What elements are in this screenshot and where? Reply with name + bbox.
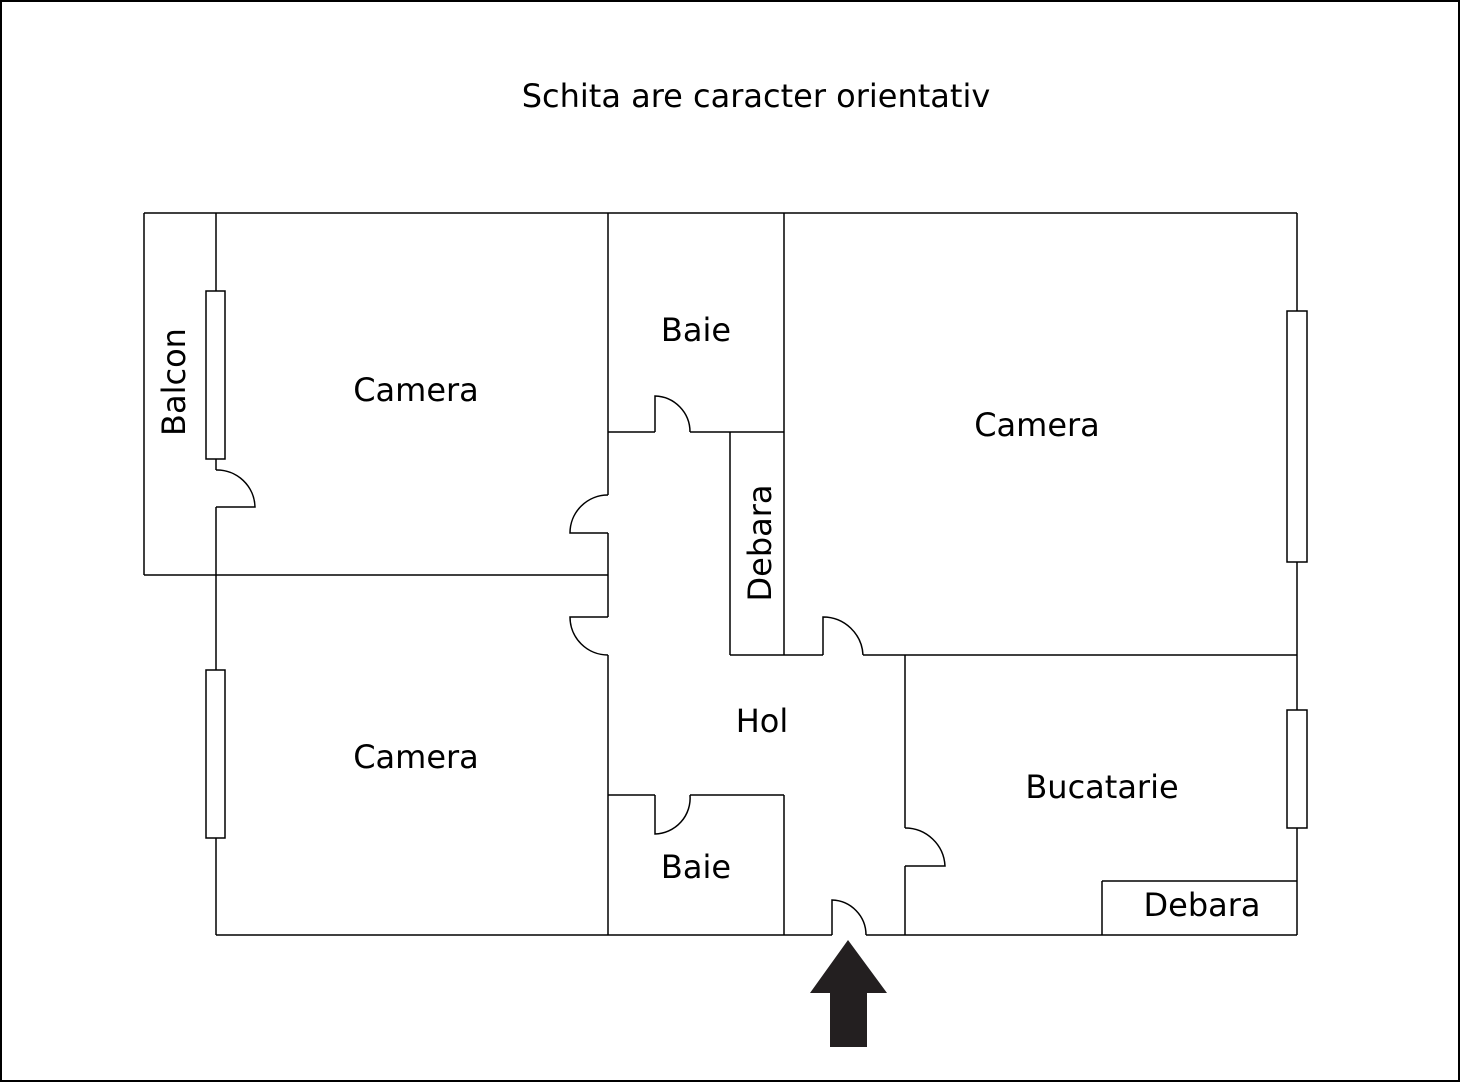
window-camera-right <box>1286 310 1308 563</box>
room-label-baie-bottom: Baie <box>661 848 731 886</box>
door-baie-bottom <box>654 794 691 835</box>
room-label-balcon: Balcon <box>155 328 193 436</box>
room-label-camera-top-right: Camera <box>974 406 1100 444</box>
window-camera-bottom-left <box>205 669 226 839</box>
room-label-camera-top-left: Camera <box>353 371 479 409</box>
door-camera-bottom-left <box>569 616 609 656</box>
room-label-debara-vertical: Debara <box>741 484 779 601</box>
door-baie-top <box>654 395 691 433</box>
room-label-hol: Hol <box>736 702 789 740</box>
door-camera-right <box>822 616 864 656</box>
walls <box>143 212 1298 936</box>
doors <box>215 395 946 936</box>
window-balcony <box>205 290 226 460</box>
room-label-debara-kitchen: Debara <box>1143 886 1260 924</box>
arrow-up-icon <box>810 940 887 1047</box>
door-camera-top-left <box>569 494 609 534</box>
page-title: Schita are caracter orientativ <box>522 77 991 115</box>
door-balcony <box>215 469 256 508</box>
door-kitchen <box>904 827 946 867</box>
window-kitchen <box>1286 709 1308 829</box>
room-label-camera-bottom-left: Camera <box>353 738 479 776</box>
windows <box>205 290 1308 839</box>
room-label-bucatarie: Bucatarie <box>1025 768 1178 806</box>
room-label-baie-top: Baie <box>661 311 731 349</box>
door-entrance <box>831 899 867 936</box>
